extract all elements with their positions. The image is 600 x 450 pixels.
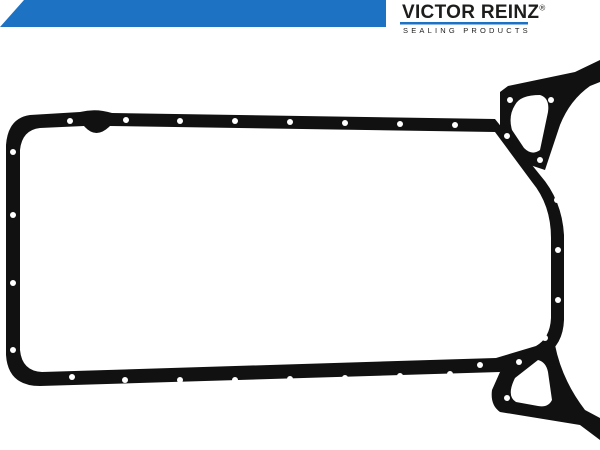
bolt-hole [10,280,16,286]
gasket-ring [6,110,564,386]
bolt-hole [543,399,549,405]
bolt-holes [10,97,561,405]
bolt-hole [67,118,73,124]
brand-banner [0,0,600,27]
bolt-hole [122,377,128,383]
bolt-hole [504,395,510,401]
bolt-hole [177,118,183,124]
bolt-hole [452,122,458,128]
bolt-hole [123,117,129,123]
bolt-hole [447,371,453,377]
bolt-hole [504,133,510,139]
top-right-ear [500,60,600,170]
logo-underline [400,22,528,25]
bolt-hole [232,377,238,383]
bolt-hole [555,297,561,303]
bolt-hole [542,335,548,341]
bolt-hole [10,149,16,155]
bolt-hole [397,121,403,127]
bolt-hole [232,118,238,124]
bolt-hole [554,197,560,203]
bolt-hole [477,362,483,368]
trademark-mark: ® [539,3,546,13]
brand-tagline: SEALING PRODUCTS [403,26,531,35]
bolt-hole [516,359,522,365]
bottom-right-ear [491,340,600,440]
bolt-hole [342,375,348,381]
banner-stripe [0,0,600,27]
bolt-hole [397,373,403,379]
bolt-hole [10,347,16,353]
bolt-hole [10,212,16,218]
bolt-hole [177,377,183,383]
bolt-hole [548,97,554,103]
brand-logo [386,0,600,38]
bolt-hole [287,119,293,125]
bolt-hole [69,374,75,380]
bolt-hole [507,97,513,103]
bolt-hole [342,120,348,126]
bolt-hole [555,247,561,253]
brand-name: VICTOR REINZ® [402,2,546,23]
bolt-hole [537,157,543,163]
bolt-hole [287,376,293,382]
